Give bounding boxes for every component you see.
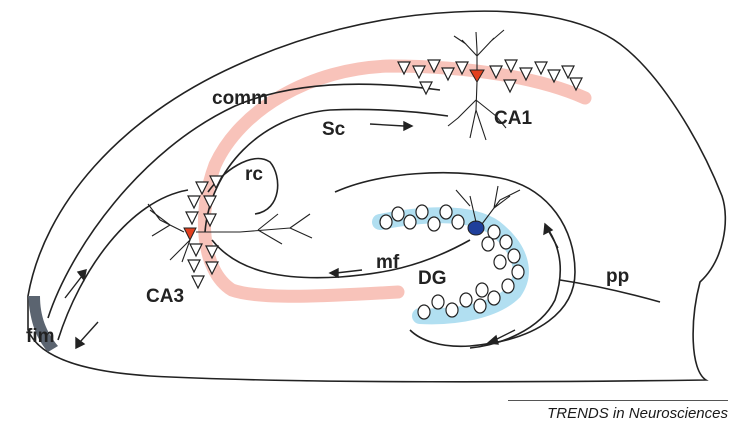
ca1-cell-layer [397,59,583,96]
dg-dendrites [455,185,521,225]
shell-lower-band [28,296,58,352]
mossy-fibre-path [211,239,471,279]
commissural-path [47,83,441,319]
hippocampus-outline [27,10,727,383]
ca3-dendrites [147,203,313,263]
direction-arrows [64,120,559,350]
label-sc: Sc [322,119,346,140]
dg-granule-neuron [467,220,485,236]
label-rc: rc [245,164,263,185]
label-fim: fim [26,326,55,347]
label-ca3: CA3 [146,286,184,307]
label-ca1: CA1 [494,108,532,129]
label-dg: DG [418,268,447,289]
dentate-outline-path [334,171,576,348]
ca3-cell-layer [185,175,223,290]
dg-cell-layer [379,204,525,320]
figure-credit: TRENDS in Neurosciences [547,405,728,422]
perforant-path [559,279,661,303]
label-mf: mf [376,252,400,273]
credit-divider [508,400,728,401]
recurrent-collateral-path [207,157,279,215]
label-comm: comm [212,88,268,109]
label-pp: pp [606,266,629,287]
fimbria-path [57,189,189,341]
ca3-pyramidal-neuron [183,227,197,242]
ca1-dendrites [447,29,507,141]
